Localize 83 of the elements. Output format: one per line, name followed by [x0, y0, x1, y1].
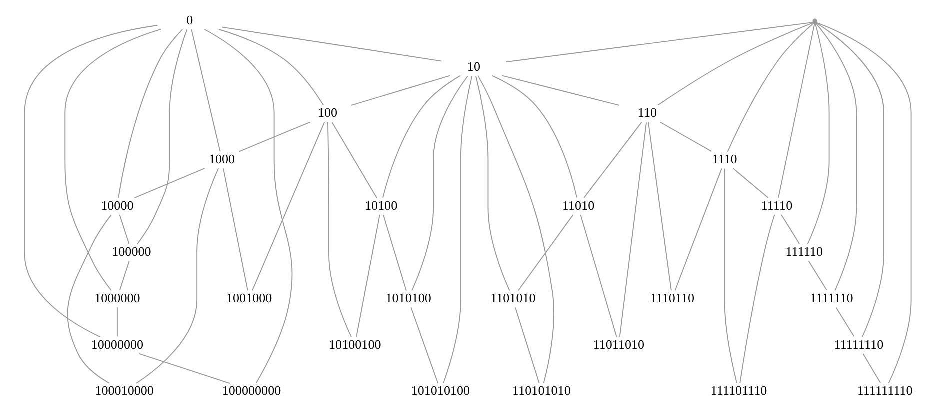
- connector: [491, 75, 577, 198]
- connector: [118, 260, 130, 291]
- connector: [136, 29, 188, 245]
- node-text: 11110: [760, 198, 792, 213]
- connector: [138, 353, 230, 384]
- connector: [136, 168, 219, 384]
- node-text: 111110: [785, 244, 822, 260]
- connector: [514, 307, 540, 384]
- connector: [204, 29, 292, 384]
- connector: [726, 22, 814, 152]
- connector: [808, 260, 827, 291]
- node-text: 1101010: [490, 290, 536, 306]
- connector: [580, 214, 617, 338]
- connector: [350, 75, 450, 106]
- connector: [814, 22, 884, 338]
- node-text: 1000000: [94, 290, 140, 306]
- connector: [356, 214, 380, 338]
- node-text: 11011010: [592, 336, 644, 352]
- connector: [674, 168, 722, 292]
- node-text: 10100100: [328, 336, 381, 352]
- node-text: 11010: [562, 198, 594, 213]
- connector: [806, 22, 830, 245]
- connector: [835, 307, 854, 338]
- node-text: 11111110: [834, 336, 884, 352]
- connector: [382, 214, 406, 292]
- connector: [583, 122, 642, 199]
- connector: [724, 168, 737, 384]
- connector: [780, 214, 800, 244]
- connector: [501, 75, 620, 106]
- node-text: 100: [318, 105, 338, 120]
- node-text: 111101110: [710, 383, 767, 398]
- connector: [517, 214, 574, 292]
- node-text: 100000: [112, 244, 151, 260]
- connector: [118, 29, 183, 198]
- connector: [410, 307, 438, 384]
- node-text: 10: [466, 58, 480, 74]
- node-text: 110: [637, 105, 657, 120]
- node-text: 101010100: [410, 383, 470, 398]
- connector: [618, 122, 646, 338]
- connector: [739, 214, 775, 384]
- connector: [118, 214, 130, 244]
- connector: [382, 75, 461, 198]
- connector: [815, 22, 912, 384]
- connector: [190, 29, 220, 152]
- node-text: 100010000: [94, 383, 154, 398]
- node-text: 110101010: [512, 383, 570, 398]
- connector: [657, 22, 814, 106]
- connector: [778, 22, 815, 198]
- connector: [331, 122, 377, 199]
- connector: [411, 76, 468, 292]
- connector: [116, 307, 118, 338]
- node-text: 10000: [100, 198, 134, 213]
- connector: [24, 25, 158, 338]
- connector: [732, 168, 768, 198]
- connector: [252, 122, 325, 292]
- connector: [218, 29, 324, 106]
- connector: [474, 76, 510, 292]
- connector: [505, 22, 814, 63]
- node-point: [812, 18, 817, 24]
- node-text: 111111110: [856, 383, 912, 398]
- connector: [64, 28, 161, 291]
- connector: [659, 122, 712, 152]
- connector: [442, 76, 472, 384]
- connector: [134, 168, 205, 199]
- node-text: 1000: [208, 151, 235, 166]
- node-text: 1111110: [810, 290, 853, 306]
- connector: [66, 214, 112, 384]
- node-text: 1001000: [226, 290, 272, 306]
- node-text: 10100: [364, 198, 398, 213]
- node-text: 100000000: [222, 383, 281, 398]
- connector: [648, 122, 672, 292]
- node-text: 10000000: [90, 336, 144, 352]
- connector: [814, 22, 857, 292]
- connector: [238, 122, 310, 152]
- connector: [222, 168, 248, 292]
- connector: [862, 354, 881, 384]
- connector: [477, 75, 554, 384]
- connector: [326, 122, 352, 338]
- node-text: 1110110: [650, 290, 694, 306]
- node-text: 1010100: [385, 290, 431, 306]
- connector: [222, 26, 442, 62]
- node-text: 1110: [712, 151, 737, 166]
- node-text: 0: [186, 12, 193, 28]
